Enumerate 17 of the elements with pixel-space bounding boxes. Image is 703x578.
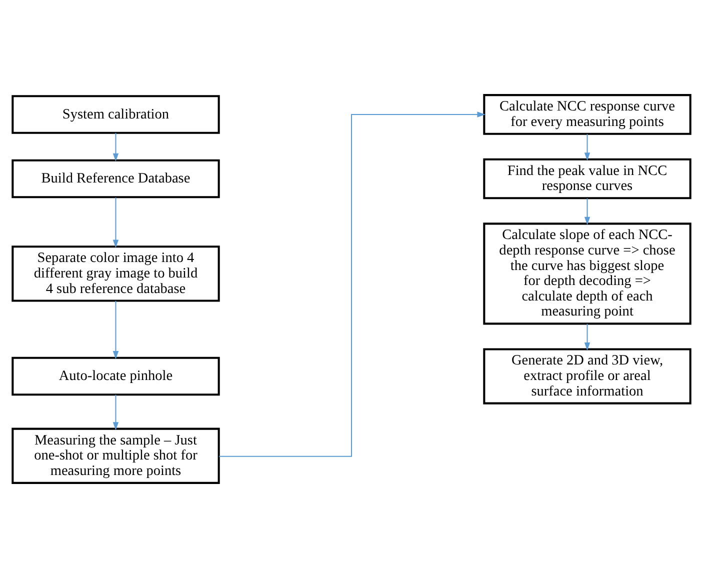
node-box: System calibration	[12, 95, 220, 134]
arrow	[219, 112, 486, 457]
node-box: Find the peak value in NCC response curves	[483, 158, 692, 200]
node-box: Build Reference Database	[12, 159, 220, 198]
arrow	[584, 324, 590, 351]
node-box: Calculate NCC response curve for every measuring points	[483, 94, 692, 135]
node-box: Measuring the sample – Just one-shot or multiple shot for measuring more points	[12, 428, 220, 484]
node-box: Separate color image into 4 different gray image to build 4 sub reference database	[12, 246, 220, 302]
node-box: Auto-locate pinhole	[12, 356, 220, 396]
node-box: Generate 2D and 3D view, extract profile or areal surface information	[483, 348, 692, 404]
node-box: Calculate slope of each NCC-depth response curve => chose the curve has biggest slope for depth decoding => calculate depth of each measuring point	[483, 222, 692, 325]
arrow	[112, 394, 119, 430]
arrow	[112, 300, 119, 360]
arrow	[112, 133, 119, 162]
arrow	[112, 198, 119, 248]
arrow	[584, 198, 590, 226]
arrow	[584, 134, 590, 161]
